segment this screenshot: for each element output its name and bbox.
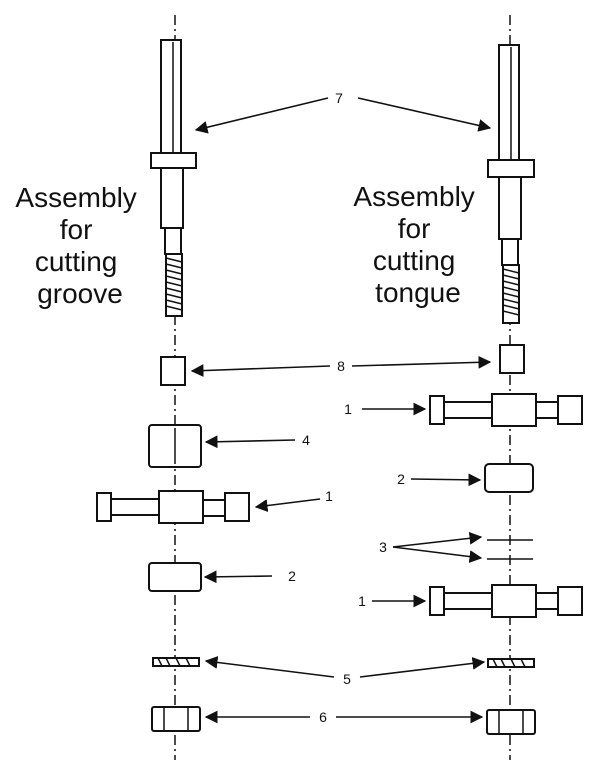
arrow-1-left (254, 498, 321, 512)
arrow-5-left (204, 656, 335, 678)
callout-7: 7 (335, 90, 343, 106)
right-title: Assembly for cutting tongue (353, 181, 482, 308)
arrow-2-right (410, 473, 482, 487)
right-collar-2 (484, 463, 534, 493)
arrow-7-left (194, 97, 329, 134)
callout-6: 6 (319, 709, 327, 725)
callout-2-left: 2 (288, 568, 296, 584)
callout-8: 8 (337, 358, 345, 374)
arrow-8-left (190, 364, 331, 377)
left-arbor (150, 39, 197, 317)
arrow-7-right (357, 97, 492, 132)
arrow-4 (204, 435, 296, 449)
right-cutter-1-bottom (429, 584, 583, 618)
callout-4: 4 (302, 432, 310, 448)
arrow-8-right (351, 355, 492, 369)
left-spacer-8 (160, 356, 186, 386)
right-cutter-1-top (429, 393, 583, 427)
arrow-3-lower (392, 546, 483, 563)
right-arbor-thread (502, 264, 520, 324)
callout-1-right-top: 1 (344, 401, 352, 417)
callout-1-right-bottom: 1 (358, 593, 366, 609)
right-nut-6 (486, 709, 536, 735)
left-washer-5 (152, 657, 200, 667)
right-arbor (487, 44, 535, 324)
arrow-5-right (359, 657, 486, 678)
right-washer-5 (487, 658, 535, 668)
left-title: Assembly for cutting groove (15, 182, 144, 309)
arrow-2-left (203, 570, 273, 584)
callout-5: 5 (343, 671, 351, 687)
right-spacer-8 (499, 344, 525, 374)
callout-3: 3 (379, 539, 387, 555)
callout-2-right: 2 (397, 471, 405, 487)
callout-1-left: 1 (325, 488, 333, 504)
right-shims-3 (487, 539, 533, 560)
left-collar-2 (148, 562, 202, 592)
left-cutter-1 (96, 490, 250, 524)
arrow-3-upper (392, 531, 483, 548)
left-spacer-4 (148, 424, 202, 468)
left-arbor-thread (165, 253, 183, 317)
left-nut-6 (151, 706, 201, 732)
